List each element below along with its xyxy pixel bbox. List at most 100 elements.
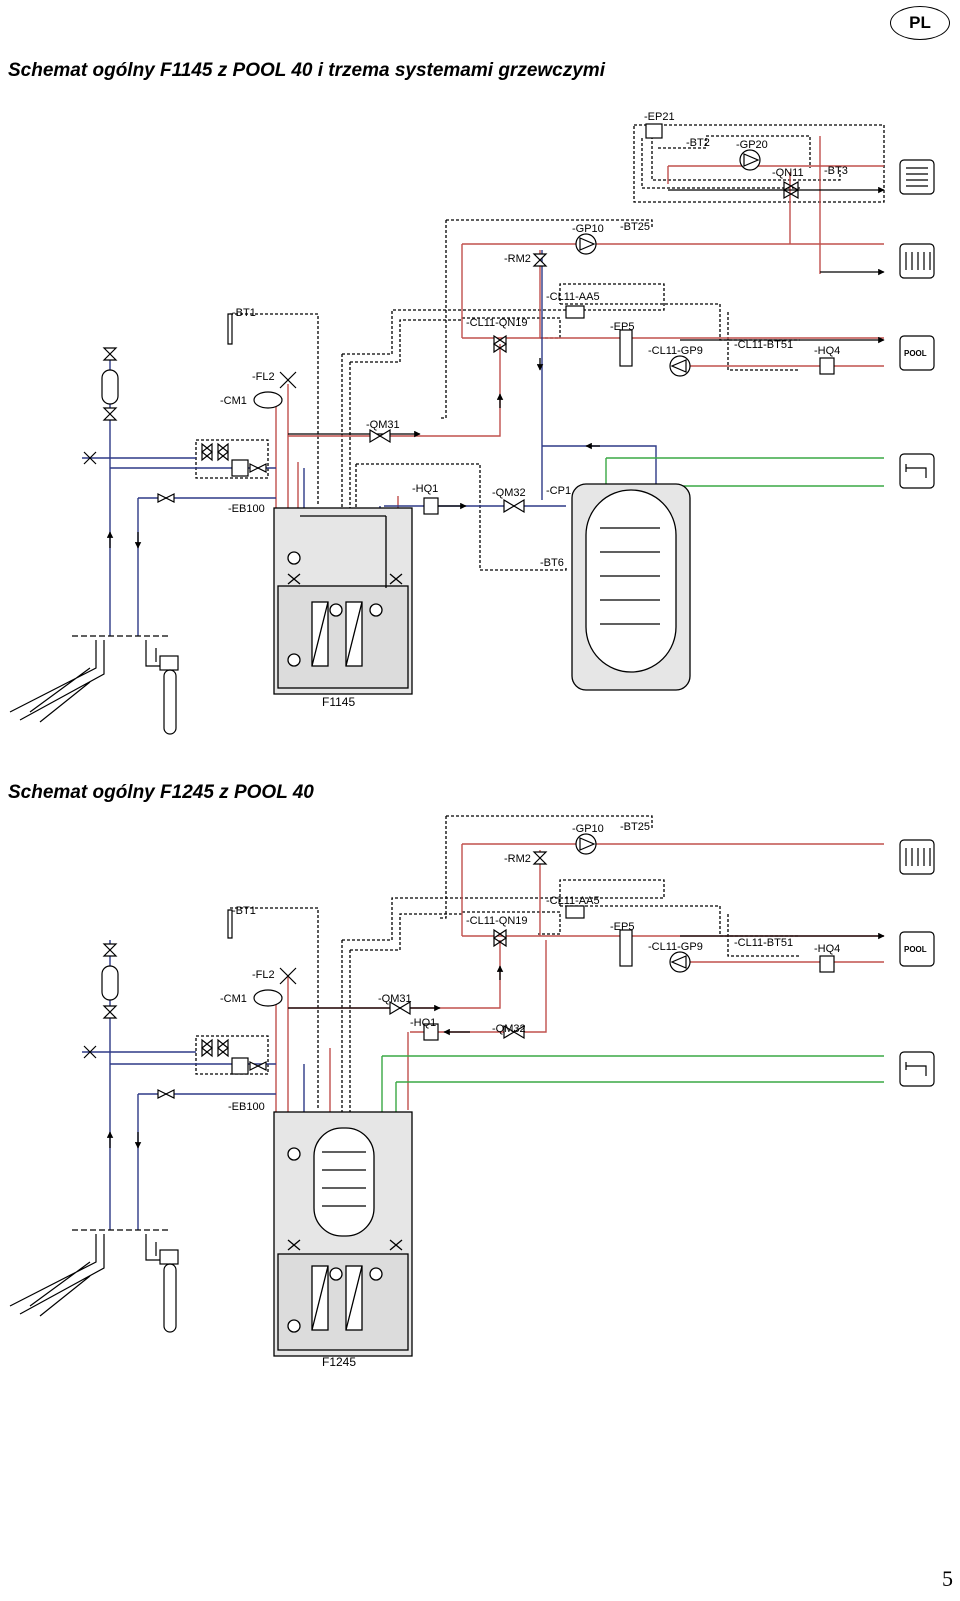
label-unit-f1245: F1245 [322,1355,356,1369]
label-eb100: -EB100 [228,1101,265,1113]
label-aa5: -CL11-AA5 [546,291,600,303]
qn19-valve-icon [492,928,508,948]
hq1-filter-icon [423,1023,439,1041]
label-gp20: -GP20 [736,139,768,151]
ground-collector [9,1229,179,1333]
qm31-valve-icon [369,428,391,444]
label-aa5: -CL11-AA5 [546,895,600,907]
label-hq4: -HQ4 [814,943,840,955]
expansion-vessel-icon [101,965,119,1001]
expansion-vessel-icon [101,369,119,405]
pool-icon-text: POOL [904,945,927,954]
unit-f1245 [273,1111,413,1357]
water-heater-cp1 [571,483,691,691]
label-rm2: -RM2 [504,853,531,865]
filling-box-icon [231,1057,249,1075]
hq4-filter-icon [819,357,835,375]
dashed-control-lines [195,815,800,1120]
diagram2-title: Schemat ogólny F1245 z POOL 40 [8,782,314,803]
label-qn19: -CL11-QN19 [466,915,528,927]
label-eb100: -EB100 [228,503,265,515]
label-qm31: -QM31 [378,993,412,1005]
label-rm2: -RM2 [504,253,531,265]
label-bt1: -BT1 [232,905,256,917]
pool-icon [899,335,935,371]
label-gp9: -CL11-GP9 [648,345,703,357]
floor-heating-icon [899,159,935,195]
tap-icon [899,453,935,489]
page-number: 5 [942,1566,953,1591]
qm32-valve-icon [503,1024,525,1040]
label-gp10: -GP10 [572,223,604,235]
label-fl2: -FL2 [252,371,275,383]
label-qm32: -QM32 [492,1023,526,1035]
diagram2-labels: -GP10 -BT25 -RM2 -CL11-AA5 -CL11-QN19 -E… [220,821,927,1369]
label-bt6: -BT6 [540,557,564,569]
bt1-sensor-icon [227,313,233,345]
diagram1-schematic: -EP21 -BT2 -GP20 -QN11 -BT3 -GP10 -BT25 … [9,111,935,735]
label-fl2: -FL2 [252,969,275,981]
label-qn19: -CL11-QN19 [466,317,528,329]
ep21-box-icon [645,123,663,139]
pool-icon-text: POOL [904,349,927,358]
label-bt51: -CL11-BT51 [734,937,793,949]
label-unit-f1145: F1145 [322,695,355,709]
label-cp1: -CP1 [546,485,571,497]
qm32-valve-icon [503,498,525,514]
return-lines [106,932,885,1149]
emitter-icons [899,839,935,1087]
filling-box-icon [231,459,249,477]
components [83,123,835,515]
bt1-sensor-icon [227,909,233,939]
label-hq1: -HQ1 [410,1017,436,1029]
pool-icon [899,931,935,967]
dashed-control-lines [195,124,885,571]
qn11-valve-icon [782,180,800,200]
ep5-exchanger-icon [619,929,633,967]
label-hq1: -HQ1 [412,483,438,495]
ep5-exchanger-icon [619,329,633,367]
unit-f1145 [273,507,413,695]
label-ep5: -EP5 [610,921,634,933]
fl2-valve-icon [279,967,297,985]
label-qm31: -QM31 [366,419,400,431]
cm1-vessel-icon [253,391,283,409]
label-bt51: -CL11-BT51 [734,339,793,351]
tap-icon [899,1051,935,1087]
hq1-filter-icon [423,497,439,515]
label-gp9: -CL11-GP9 [648,941,703,953]
label-hq4: -HQ4 [814,345,840,357]
return-lines [106,186,885,549]
language-badge: PL [890,6,950,40]
label-bt1: -BT1 [232,307,256,319]
diagram1-labels: -EP21 -BT2 -GP20 -QN11 -BT3 -GP10 -BT25 … [220,111,927,709]
label-qn11: -QN11 [772,167,804,179]
diagram2-schematic: -GP10 -BT25 -RM2 -CL11-AA5 -CL11-QN19 -E… [9,815,935,1369]
emitter-icons [899,159,935,489]
label-ep5: -EP5 [610,321,634,333]
fl2-valve-icon [279,371,297,389]
label-qm32: -QM32 [492,487,526,499]
diagram1-title: Schemat ogólny F1145 z POOL 40 i trzema … [8,60,605,81]
label-cm1: -CM1 [220,993,247,1005]
qm31-valve-icon [389,1000,411,1016]
label-cm1: -CM1 [220,395,247,407]
qn19-valve-icon [492,334,508,354]
hot-water-lines [381,1055,884,1120]
label-bt25: -BT25 [620,821,650,833]
components [83,833,835,1099]
ground-collector [9,635,179,735]
radiator-icon [899,839,935,875]
rm2-valve-icon [532,253,548,267]
aa5-box-icon [565,905,585,919]
radiator-icon [899,243,935,279]
hq4-filter-icon [819,955,835,973]
cm1-vessel-icon [253,989,283,1007]
label-bt25: -BT25 [620,221,650,233]
label-bt2: -BT2 [686,137,710,149]
rm2-valve-icon [532,851,548,865]
label-gp10: -GP10 [572,823,604,835]
label-bt3: -BT3 [824,165,848,177]
label-ep21: -EP21 [644,111,675,123]
aa5-box-icon [565,305,585,319]
